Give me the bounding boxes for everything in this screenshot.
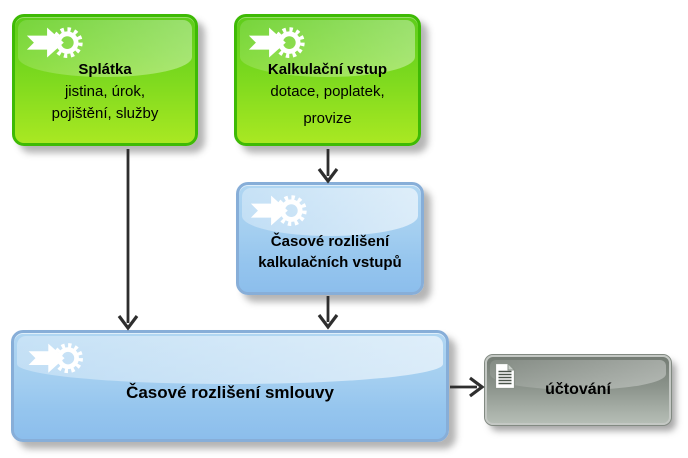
arrow-gear-icon <box>248 25 306 67</box>
node-subline: dotace, poplatek, <box>270 83 385 100</box>
node-title: kalkulačních vstupů <box>258 254 402 271</box>
node-title: účtování <box>545 381 611 398</box>
node-title: Kalkulační vstup <box>267 61 388 78</box>
arrowhead-right-icon <box>469 376 485 398</box>
arrowhead-down-icon <box>317 314 339 330</box>
node-casove-rozliseni-smlouvy: Časové rozlišení smlouvy <box>11 330 449 442</box>
arrowhead-down-icon <box>117 315 139 331</box>
arrow-gear-icon <box>25 341 87 382</box>
arrowhead-down-icon <box>317 168 339 184</box>
node-casove-rozliseni-kalkulacnich-vstupu: Časové rozlišení kalkulačních vstupů <box>236 182 424 295</box>
node-title: Časové rozlišení smlouvy <box>126 383 334 402</box>
node-subline: pojištění, služby <box>51 105 159 122</box>
arrow-gear-icon <box>250 193 308 235</box>
node-subline: jistina, úrok, <box>64 83 146 100</box>
node-uctovani: účtování <box>484 354 672 426</box>
document-icon <box>494 362 516 395</box>
node-subline: provize <box>303 110 352 127</box>
node-title: Splátka <box>78 61 132 78</box>
node-kalkulacni-vstup: Kalkulační vstup dotace, poplatek, provi… <box>234 14 421 146</box>
arrow-gear-icon <box>26 25 84 67</box>
node-splatka: Splátka jistina, úrok, pojištění, služby <box>12 14 198 146</box>
node-title: Časové rozlišení <box>270 233 390 250</box>
